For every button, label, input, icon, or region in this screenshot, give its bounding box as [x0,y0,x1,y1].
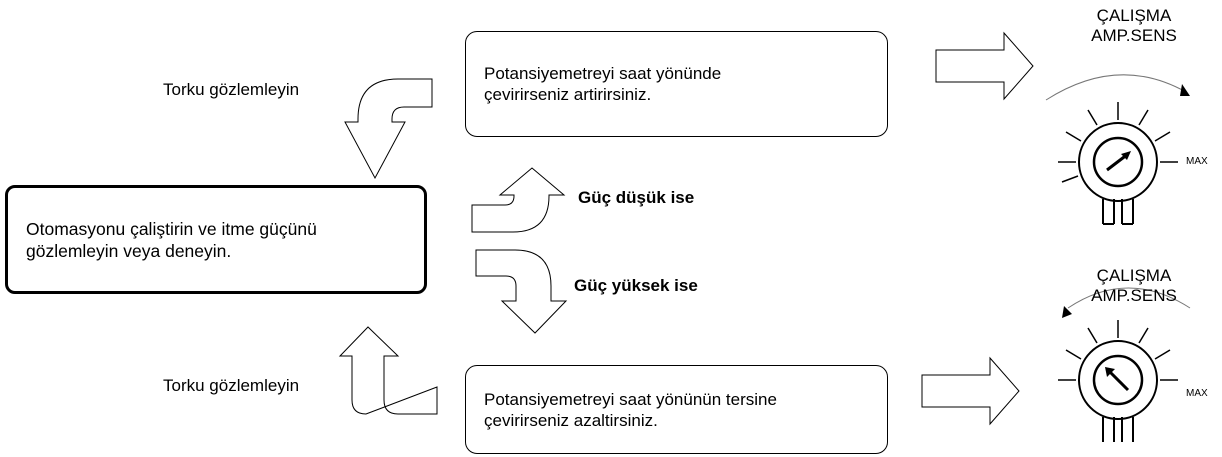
dial-top-title-line2: AMP.SENS [1091,26,1177,45]
instruction-increase-line2: çevirirseniz artirirsiniz. [484,85,652,104]
main-step-box: Otomasyonu çaliştirin ve itme güçünü göz… [5,185,427,294]
dial-bottom-title-line1: ÇALIŞMA [1096,266,1172,285]
dial-top-title: ÇALIŞMA AMP.SENS [1059,6,1209,46]
curved-arrow-down-left [344,78,433,180]
dial-bottom-title: ÇALIŞMA AMP.SENS [1059,266,1209,306]
curved-arrow-up-left [338,326,438,415]
instruction-decrease-text: Potansiyemetreyi saat yönünün tersine çe… [484,389,777,431]
condition-low-label: Güç düşük ise [578,188,695,207]
dial-top-max-label: MAX [1186,156,1208,167]
curved-arrow-down-mid [475,249,568,334]
observe-torque-top-label: Torku gözlemleyin [163,80,300,99]
dial-bottom-title-line2: AMP.SENS [1091,286,1177,305]
main-step-line2: gözlemleyin veya deneyin. [26,240,232,261]
right-arrow-top [935,31,1034,101]
condition-high-label: Güç yüksek ise [574,276,698,295]
dial-bottom-max-label: MAX [1186,388,1208,399]
instruction-increase-line1: Potansiyemetreyi saat yönünde [484,64,722,83]
observe-torque-bottom-label: Torku gözlemleyin [163,376,300,395]
instruction-decrease-line2: çevirirseniz azaltirsiniz. [484,410,658,430]
main-step-line1: Otomasyonu çaliştirin ve itme güçünü [26,218,317,239]
instruction-increase-text: Potansiyemetreyi saat yönünde çevirirsen… [484,63,721,105]
dial-top [1045,74,1190,225]
dial-bottom [1058,287,1191,442]
right-arrow-bottom [921,356,1020,426]
curved-arrow-up-mid [471,167,566,233]
instruction-box-increase: Potansiyemetreyi saat yönünde çevirirsen… [465,31,888,137]
dial-top-title-line1: ÇALIŞMA [1096,6,1172,25]
instruction-box-decrease: Potansiyemetreyi saat yönünün tersine çe… [465,365,888,454]
main-step-text: Otomasyonu çaliştirin ve itme güçünü göz… [26,218,317,262]
instruction-decrease-line1: Potansiyemetreyi saat yönünün tersine [484,389,777,409]
